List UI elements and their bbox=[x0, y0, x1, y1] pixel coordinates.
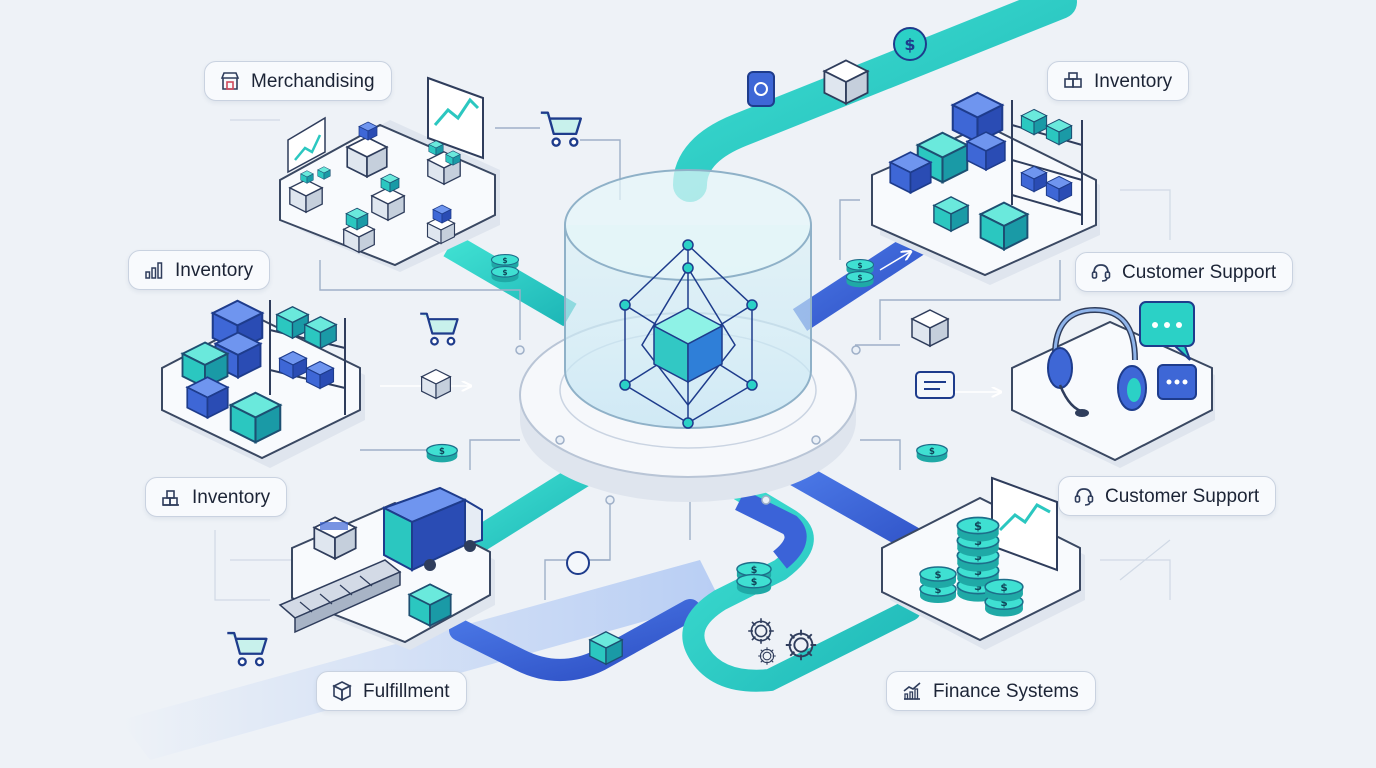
svg-text:$: $ bbox=[904, 35, 915, 54]
label-inventory-top-right: Inventory bbox=[1047, 61, 1190, 101]
label-inventory-left: Inventory bbox=[128, 250, 271, 290]
fulfillment-platform bbox=[278, 486, 495, 650]
label-customer-support-right-text: Customer Support bbox=[1122, 261, 1277, 283]
label-finance-systems: Finance Systems bbox=[886, 671, 1096, 711]
label-merchandising-text: Merchandising bbox=[251, 70, 375, 92]
trend-chart-icon bbox=[901, 680, 923, 702]
label-fulfillment-text: Fulfillment bbox=[363, 680, 450, 702]
storefront-icon bbox=[219, 70, 241, 92]
package-icon bbox=[331, 680, 353, 702]
label-inventory-top-right-text: Inventory bbox=[1094, 70, 1173, 92]
floating-items: $ bbox=[225, 27, 955, 667]
stacked-boxes-icon bbox=[160, 486, 182, 508]
label-customer-support-right-lower-text: Customer Support bbox=[1105, 485, 1260, 507]
label-inventory-left-text: Inventory bbox=[175, 259, 254, 281]
incoming-stream-band bbox=[120, 560, 720, 760]
label-inventory-left-lower-text: Inventory bbox=[192, 486, 271, 508]
merchandising-platform bbox=[279, 76, 500, 272]
label-merchandising: Merchandising bbox=[204, 61, 392, 101]
label-inventory-left-lower: Inventory bbox=[145, 477, 288, 517]
inventory-warehouse-platform-left bbox=[161, 299, 365, 468]
headset-icon bbox=[1090, 261, 1112, 283]
background-grid bbox=[214, 119, 1171, 601]
label-finance-systems-text: Finance Systems bbox=[933, 680, 1079, 702]
customer-support-platform bbox=[1011, 301, 1215, 468]
headset-icon bbox=[1073, 485, 1095, 507]
label-fulfillment: Fulfillment bbox=[316, 671, 467, 711]
central-hub bbox=[515, 165, 861, 505]
boxes-icon bbox=[1062, 70, 1084, 92]
finance-platform bbox=[881, 476, 1085, 650]
label-customer-support-right-lower: Customer Support bbox=[1058, 476, 1277, 516]
inventory-warehouse-platform-top bbox=[871, 91, 1100, 285]
bar-chart-icon bbox=[143, 259, 165, 281]
label-customer-support-right: Customer Support bbox=[1075, 252, 1294, 292]
